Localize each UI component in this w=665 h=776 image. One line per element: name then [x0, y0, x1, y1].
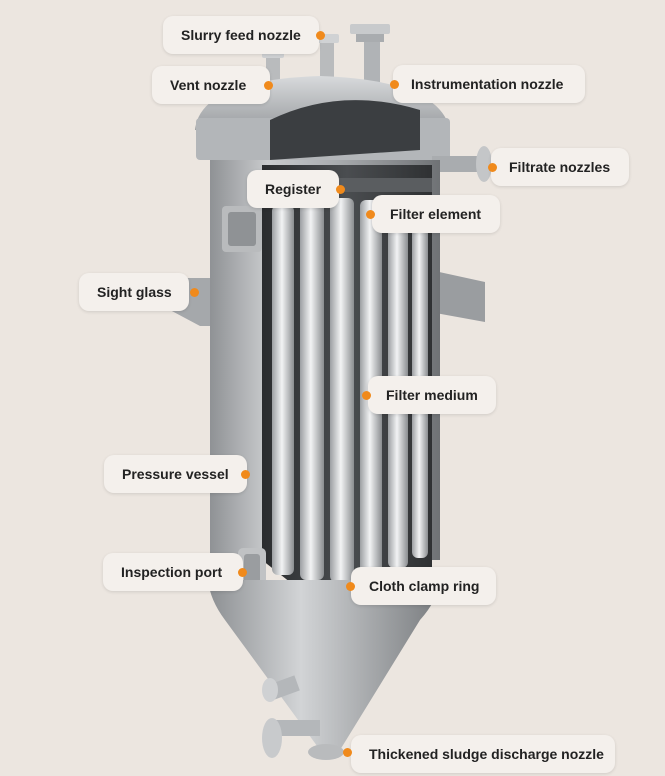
marker-cloth-clamp-ring: [346, 582, 355, 591]
label-cloth-clamp-ring: Cloth clamp ring: [351, 567, 496, 605]
label-thickened-sludge-discharge-nozzle: Thickened sludge discharge nozzle: [351, 735, 615, 773]
marker-inspection-port: [238, 568, 247, 577]
cutaway-top: [270, 100, 420, 160]
marker-thickened-sludge-discharge-nozzle: [343, 748, 352, 757]
label-inspection-port: Inspection port: [103, 553, 243, 591]
label-filtrate-nozzles: Filtrate nozzles: [491, 148, 629, 186]
label-sight-glass: Sight glass: [79, 273, 189, 311]
sight-glass-port: [222, 206, 262, 252]
bottom-nozzles: [262, 675, 344, 760]
marker-pressure-vessel: [241, 470, 250, 479]
marker-filtrate-nozzles: [488, 163, 497, 172]
marker-filter-medium: [362, 391, 371, 400]
marker-instrumentation-nozzle: [390, 80, 399, 89]
label-filter-medium: Filter medium: [368, 376, 496, 414]
label-register: Register: [247, 170, 339, 208]
label-pressure-vessel: Pressure vessel: [104, 455, 247, 493]
label-slurry-feed-nozzle: Slurry feed nozzle: [163, 16, 319, 54]
marker-register: [336, 185, 345, 194]
marker-filter-element: [366, 210, 375, 219]
vessel-cone: [208, 580, 440, 750]
label-instrumentation-nozzle: Instrumentation nozzle: [393, 65, 585, 103]
filtrate-nozzle: [432, 146, 492, 182]
marker-vent-nozzle: [264, 81, 273, 90]
marker-sight-glass: [190, 288, 199, 297]
label-vent-nozzle: Vent nozzle: [152, 66, 270, 104]
marker-slurry-feed-nozzle: [316, 31, 325, 40]
label-filter-element: Filter element: [372, 195, 500, 233]
